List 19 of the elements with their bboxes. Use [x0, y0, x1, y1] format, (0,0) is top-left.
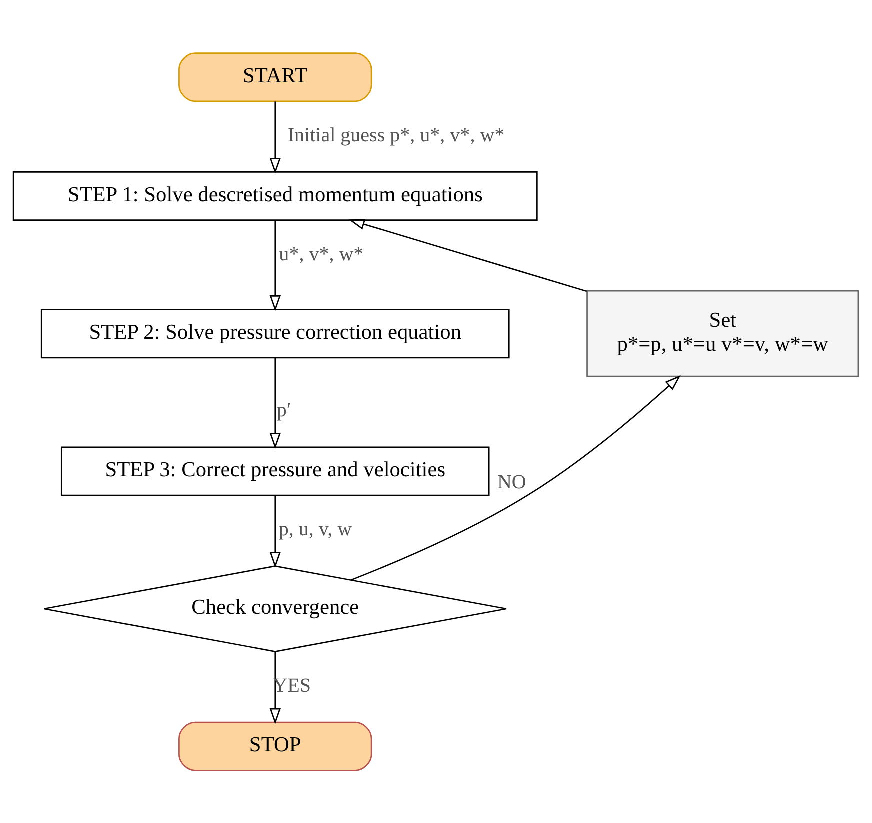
- node-box: Set p*=p, u*=u v*=v, w*=w: [586, 290, 860, 377]
- node-box: STEP 2: Solve pressure correction equation: [40, 308, 510, 358]
- edge-label: Initial guess p*, u*, v*, w*: [288, 124, 505, 146]
- edge-label: NO: [497, 471, 526, 494]
- arrow: [270, 651, 281, 724]
- edge-label: u*, v*, w*: [279, 242, 364, 265]
- node-box: STEP 3: Correct pressure and velocities: [60, 446, 490, 496]
- arrow: [270, 101, 281, 174]
- arrow: [270, 495, 281, 568]
- arrow: [270, 358, 281, 449]
- arrow: [270, 220, 281, 312]
- node-box: START: [178, 52, 372, 102]
- edge-label: p′: [276, 399, 292, 422]
- node-box: STOP: [178, 721, 372, 771]
- arrow: [348, 218, 588, 292]
- node-diamond: Check convergence: [44, 565, 508, 652]
- node-box: STEP 1: Solve descretised momentum equations: [12, 171, 538, 220]
- arrow: [351, 374, 681, 580]
- edge-label: p, u, v, w: [278, 518, 352, 540]
